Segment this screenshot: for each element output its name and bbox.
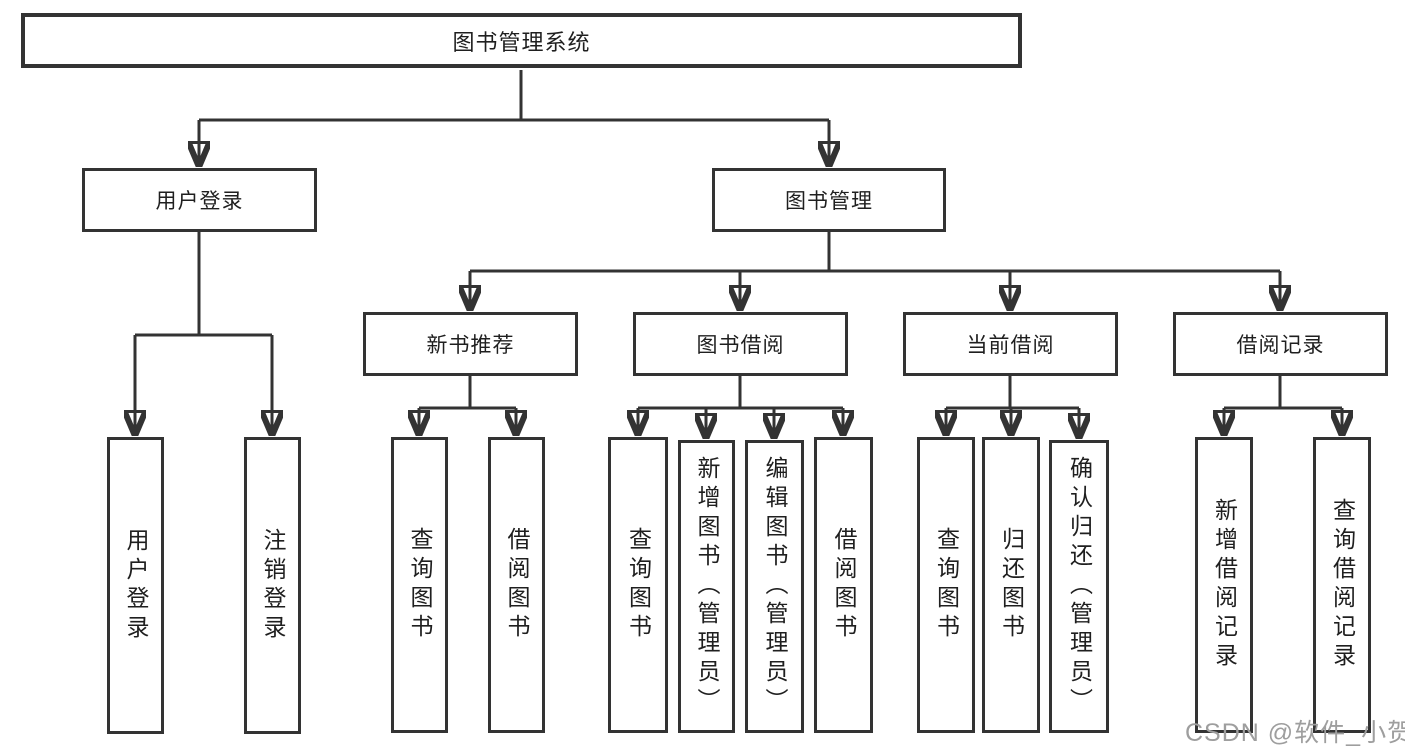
node-book-borrow: 图书借阅 (633, 312, 848, 376)
leaf-label: 新增图书（管理员） (694, 456, 720, 717)
leaf-label: 新增借阅记录 (1211, 498, 1238, 672)
leaf-label: 注销登录 (260, 527, 286, 644)
leaf-label: 确认归还（管理员） (1066, 456, 1093, 717)
leaf-label: 查询图书 (625, 527, 652, 643)
leaf-add-borrow-record: 新增借阅记录 (1195, 437, 1253, 733)
node-library-management-system: 图书管理系统 (21, 13, 1022, 68)
node-label: 新书推荐 (426, 334, 515, 357)
leaf-query-books-1: 查询图书 (391, 437, 448, 733)
csdn-watermark: CSDN @软件_小贺同学 (1185, 719, 1405, 747)
leaf-label: 查询借阅记录 (1329, 498, 1356, 672)
leaf-label: 编辑图书（管理员） (762, 456, 788, 717)
leaf-label: 查询图书 (407, 527, 433, 643)
node-user-login: 用户登录 (82, 168, 317, 232)
leaf-borrow-books-2: 借阅图书 (814, 437, 873, 733)
node-label: 当前借阅 (966, 334, 1055, 357)
leaf-confirm-return-admin: 确认归还（管理员） (1049, 440, 1109, 733)
leaf-query-books-3: 查询图书 (917, 437, 975, 733)
node-new-book-recommend: 新书推荐 (363, 312, 578, 376)
leaf-borrow-books-1: 借阅图书 (488, 437, 545, 733)
leaf-user-login: 用户登录 (107, 437, 164, 734)
leaf-add-book-admin: 新增图书（管理员） (678, 440, 735, 733)
node-borrow-records: 借阅记录 (1173, 312, 1388, 376)
leaf-label: 用户登录 (123, 527, 149, 644)
leaf-query-borrow-record: 查询借阅记录 (1313, 437, 1371, 733)
leaf-label: 查询图书 (933, 527, 960, 643)
node-current-borrow: 当前借阅 (903, 312, 1118, 376)
leaf-logout: 注销登录 (244, 437, 301, 734)
leaf-return-book: 归还图书 (982, 437, 1040, 733)
node-label: 借阅记录 (1236, 334, 1325, 357)
leaf-label: 归还图书 (998, 527, 1025, 643)
leaf-edit-book-admin: 编辑图书（管理员） (745, 440, 804, 733)
leaf-label: 借阅图书 (504, 527, 530, 643)
leaf-query-books-2: 查询图书 (608, 437, 668, 733)
node-label: 图书借阅 (696, 334, 785, 357)
node-book-management: 图书管理 (712, 168, 946, 232)
node-label: 图书管理 (785, 190, 873, 213)
leaf-label: 借阅图书 (831, 527, 857, 643)
node-label: 用户登录 (155, 190, 244, 213)
node-label: 图书管理系统 (452, 29, 591, 55)
